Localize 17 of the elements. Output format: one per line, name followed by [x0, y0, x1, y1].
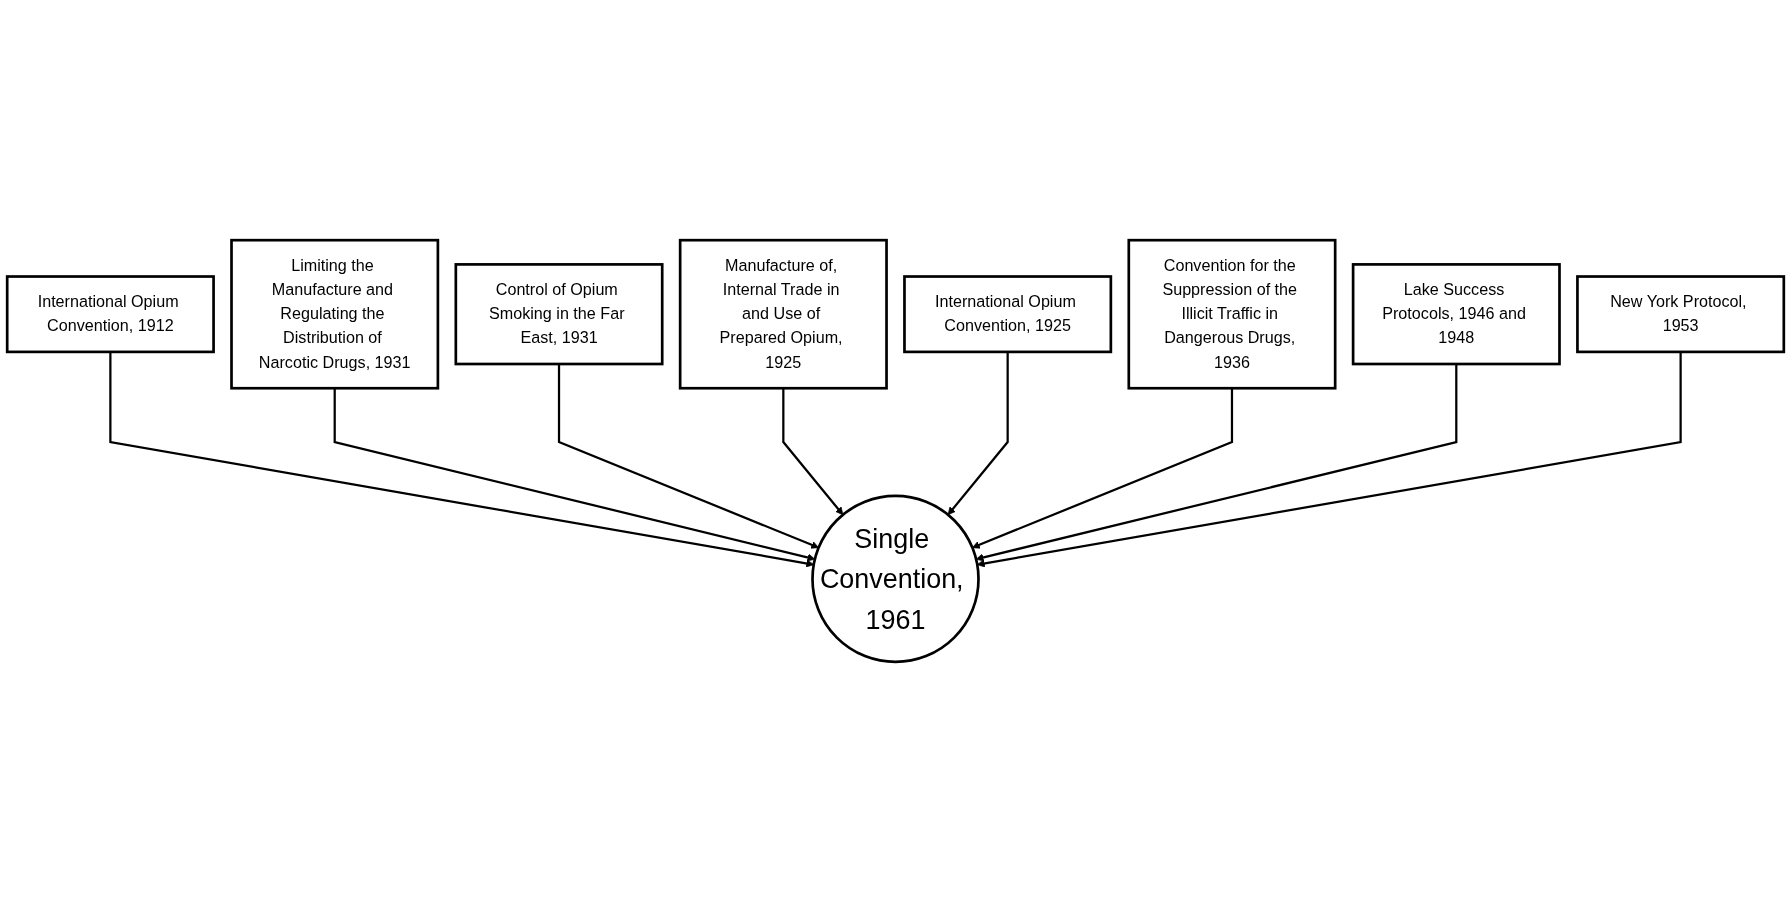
arrow: [782, 388, 844, 515]
arrow: [333, 388, 816, 562]
arrow: [972, 388, 1234, 549]
node-circle: Single Convention, 1961: [811, 494, 980, 664]
arrow: [557, 363, 819, 549]
node-box: International Opium Convention, 1912: [5, 275, 215, 354]
arrow: [976, 351, 1682, 568]
node-box: Control of Opium Smoking in the Far East, 1931: [454, 263, 664, 366]
node-box: Lake Success Protocols, 1946 and 1948: [1351, 263, 1561, 366]
arrow: [947, 351, 1009, 515]
arrow: [975, 363, 1458, 562]
node-box: Manufacture of, Internal Trade in and Use of Prepared Opium, 1925: [678, 238, 888, 390]
node-box: New York Protocol, 1953: [1576, 275, 1786, 354]
node-box: Convention for the Suppression of the Illicit Traffic in Dangerous Drugs, 1936: [1127, 238, 1337, 390]
node-box: International Opium Convention, 1925: [903, 275, 1113, 354]
arrow: [109, 351, 815, 568]
node-box: Limiting the Manufacture and Regulating the Distribution of Narcotic Drugs, 1931: [230, 238, 440, 390]
